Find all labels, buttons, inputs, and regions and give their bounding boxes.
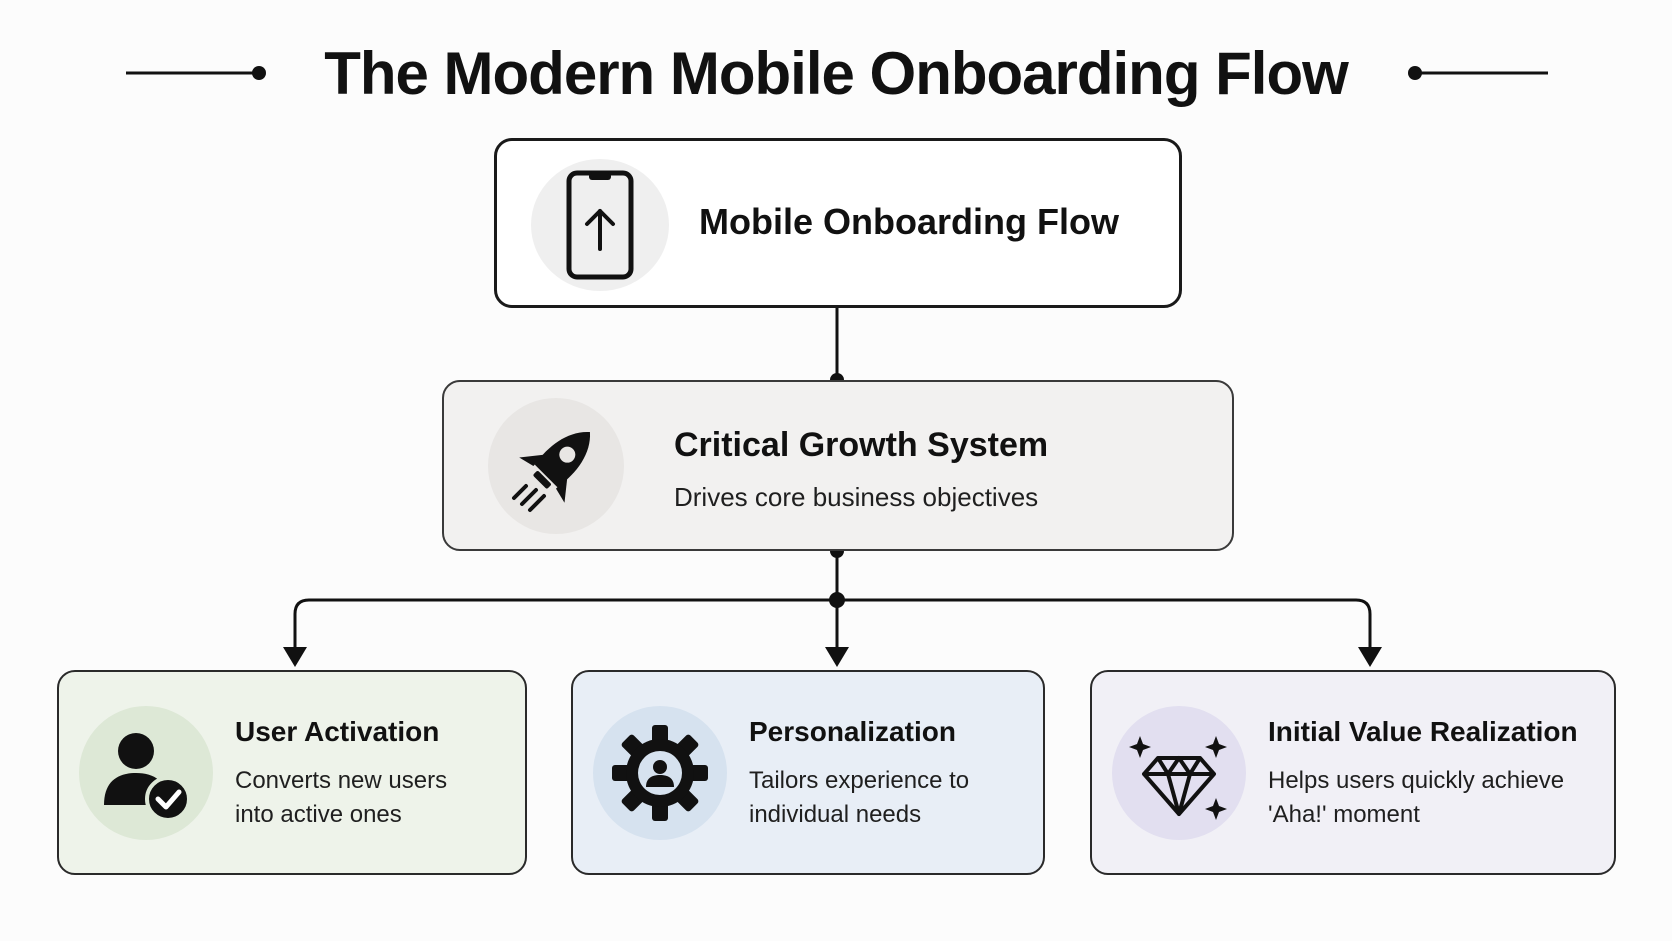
edge-growth-branches <box>293 544 1372 651</box>
growth-description: Drives core business objectives <box>674 482 1039 512</box>
node-user-activation: User Activation Converts new users into … <box>57 670 527 875</box>
node-mobile-onboarding-flow: Mobile Onboarding Flow <box>494 138 1182 308</box>
node-critical-growth-system: Critical Growth System Drives core busin… <box>442 380 1234 551</box>
arrow-to-user-activation <box>283 647 307 667</box>
node-personalization: Personalization Tailors experience to in… <box>571 670 1045 875</box>
gear-user-icon <box>612 725 708 821</box>
personalization-icon-circle <box>593 706 727 840</box>
growth-label: Critical Growth System <box>674 426 1049 464</box>
edge-root-growth <box>830 308 844 387</box>
arrow-to-value-realization <box>1358 647 1382 667</box>
diamond-sparkle-icon <box>1129 736 1227 820</box>
growth-icon-circle <box>488 398 624 534</box>
root-label: Mobile Onboarding Flow <box>699 201 1119 242</box>
user-check-icon <box>104 733 191 822</box>
leaf-description-value: Helps users quickly achieve 'Aha!' momen… <box>1268 767 1565 828</box>
page-title: The Modern Mobile Onboarding Flow <box>324 40 1349 107</box>
leaf-description-activation: Converts new users into active ones <box>235 767 448 828</box>
root-icon-circle <box>531 159 669 291</box>
value-icon-circle <box>1112 706 1246 840</box>
leaf-description-personalization: Tailors experience to individual needs <box>749 767 970 828</box>
arrow-to-personalization <box>825 600 849 667</box>
smartphone-upload-icon <box>566 170 634 280</box>
leaf-label-value: Initial Value Realization <box>1268 716 1578 747</box>
leaf-label-activation: User Activation <box>235 716 440 747</box>
node-initial-value-realization: Initial Value Realization Helps users qu… <box>1090 670 1616 875</box>
rocket-icon <box>512 432 590 512</box>
leaf-label-personalization: Personalization <box>749 716 956 747</box>
activation-icon-circle <box>79 706 213 840</box>
